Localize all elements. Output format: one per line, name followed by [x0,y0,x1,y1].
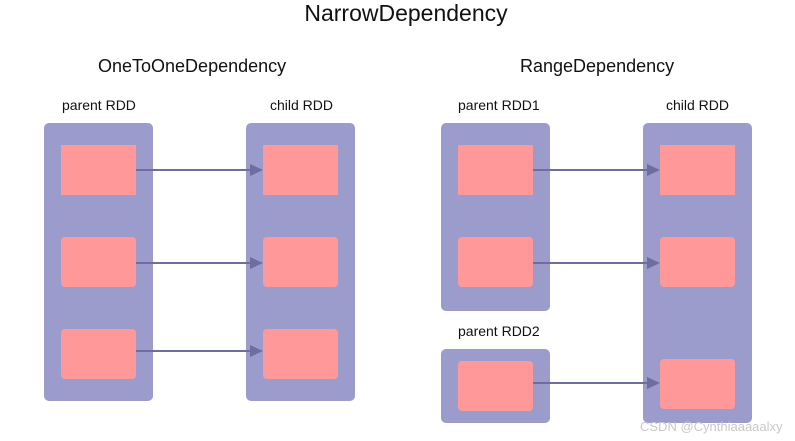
arrow-right-2-head [647,257,660,269]
right-parent1-partition-1 [458,145,533,195]
right-parent-rdd2-label: parent RDD2 [458,323,540,339]
left-parent-partition-3 [61,329,136,379]
arrow-right-3-head [647,377,660,389]
range-heading: RangeDependency [520,56,675,76]
watermark: CSDN @Cynthiaaaaalxy [640,419,783,434]
left-child-partition-2 [263,237,338,287]
arrow-right-1-head [647,164,660,176]
right-parent2-partition-1 [458,361,533,411]
one-to-one-heading: OneToOneDependency [98,56,287,76]
left-child-partition-3 [263,329,338,379]
arrow-left-1-head [250,164,263,176]
right-child-rdd-label: child RDD [666,97,730,113]
diagram-title: NarrowDependency [304,0,508,26]
left-parent-partition-2 [61,237,136,287]
right-child-partition-2 [660,237,735,287]
left-child-rdd-label: child RDD [270,97,334,113]
left-parent-partition-1 [61,145,136,195]
right-parent-rdd1-label: parent RDD1 [458,97,540,113]
left-child-partition-1 [263,145,338,195]
arrow-left-3-head [250,345,263,357]
right-parent1-partition-2 [458,237,533,287]
arrow-left-2-head [250,257,263,269]
right-child-partition-1 [660,145,735,195]
right-child-partition-3 [660,359,735,409]
left-parent-rdd-label: parent RDD [62,97,136,113]
